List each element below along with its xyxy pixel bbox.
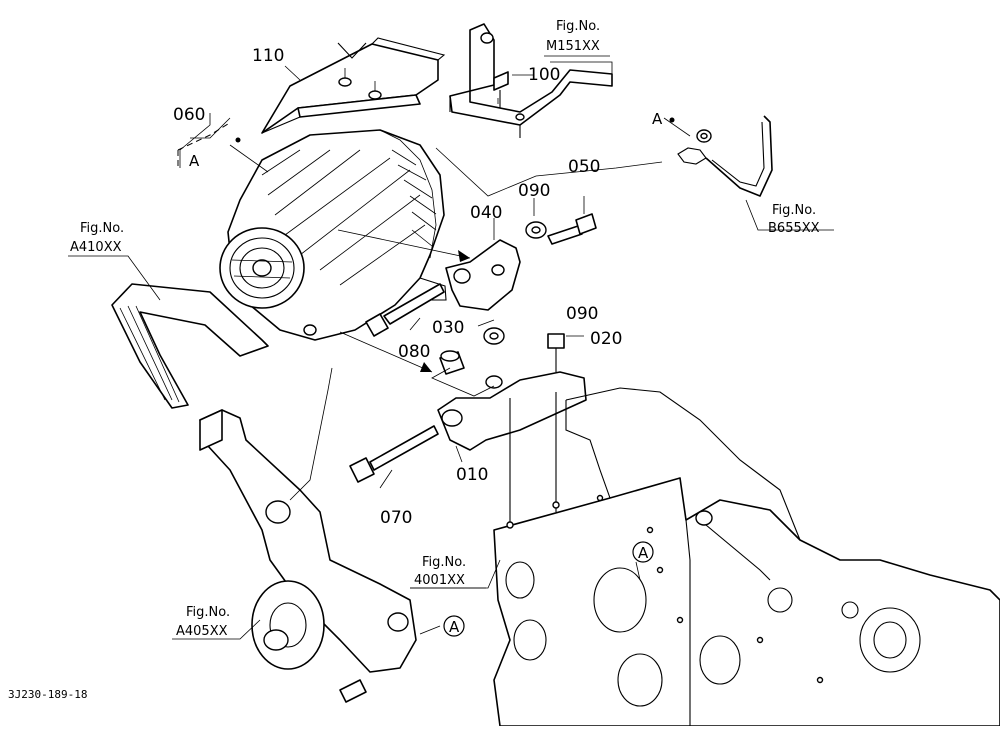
- figref-b655-prefix: Fig.No.: [772, 203, 816, 218]
- part-label-010: 010: [456, 465, 488, 485]
- figref-b655[interactable]: Fig.No. B655XX: [768, 203, 820, 236]
- figref-a410[interactable]: Fig.No. A410XX: [70, 221, 124, 255]
- figref-m151-code: M151XX: [546, 39, 600, 54]
- figref-a405-prefix: Fig.No.: [186, 605, 230, 620]
- part-label-090-lower: 090: [566, 304, 598, 324]
- part-label-100: 100: [528, 65, 560, 85]
- leader-lines: [68, 61, 834, 640]
- ref-a-block: A: [638, 544, 649, 562]
- figref-m151-prefix: Fig.No.: [556, 19, 600, 34]
- bolt-070: [349, 425, 439, 483]
- fan-belt-a410: [111, 283, 269, 409]
- figref-a410-prefix: Fig.No.: [80, 221, 124, 236]
- ref-a-pump: A: [449, 618, 460, 636]
- dashed-ref-box: [177, 123, 229, 170]
- figref-4001-prefix: Fig.No.: [422, 555, 466, 570]
- figref-a410-code: A410XX: [70, 240, 122, 255]
- part-label-020: 020: [590, 329, 622, 349]
- adjusting-stay-040: [445, 213, 597, 311]
- figref-b655-code: B655XX: [768, 221, 820, 236]
- ref-a-pump-circle: A: [443, 615, 465, 637]
- alternator-060: [219, 129, 447, 341]
- figref-a405[interactable]: Fig.No. A405XX: [176, 605, 230, 639]
- washer-090-lower: [483, 327, 505, 345]
- cylinder-block-4001: [493, 387, 1000, 727]
- figure-code: 3J230-189-18: [8, 688, 87, 701]
- figref-4001[interactable]: Fig.No. 4001XX: [410, 555, 486, 589]
- part-label-080: 080: [398, 342, 430, 362]
- figref-m151[interactable]: Fig.No. M151XX: [544, 19, 610, 57]
- ref-a-block-circle: A: [632, 541, 654, 563]
- ref-a-wire: A: [652, 110, 663, 128]
- collar-030: [439, 350, 465, 375]
- heat-shield-bracket-110: [261, 37, 446, 134]
- part-label-060: 060: [173, 105, 205, 125]
- part-label-050: 050: [568, 157, 600, 177]
- part-label-040: 040: [470, 203, 502, 223]
- water-pump-a405: [199, 409, 417, 703]
- bolt-020: [547, 333, 565, 372]
- alternator-wire-b655: [677, 115, 773, 197]
- part-label-110: 110: [252, 46, 284, 66]
- figref-a405-code: A405XX: [176, 624, 228, 639]
- part-label-090-upper: 090: [518, 181, 550, 201]
- ref-a-dashed: A: [189, 152, 200, 170]
- part-label-070: 070: [380, 508, 412, 528]
- part-label-030: 030: [432, 318, 464, 338]
- upper-bracket-m151: [449, 23, 613, 138]
- bolt-080: [365, 283, 445, 337]
- mounting-bracket-010: [437, 371, 587, 535]
- figref-4001-code: 4001XX: [414, 573, 465, 588]
